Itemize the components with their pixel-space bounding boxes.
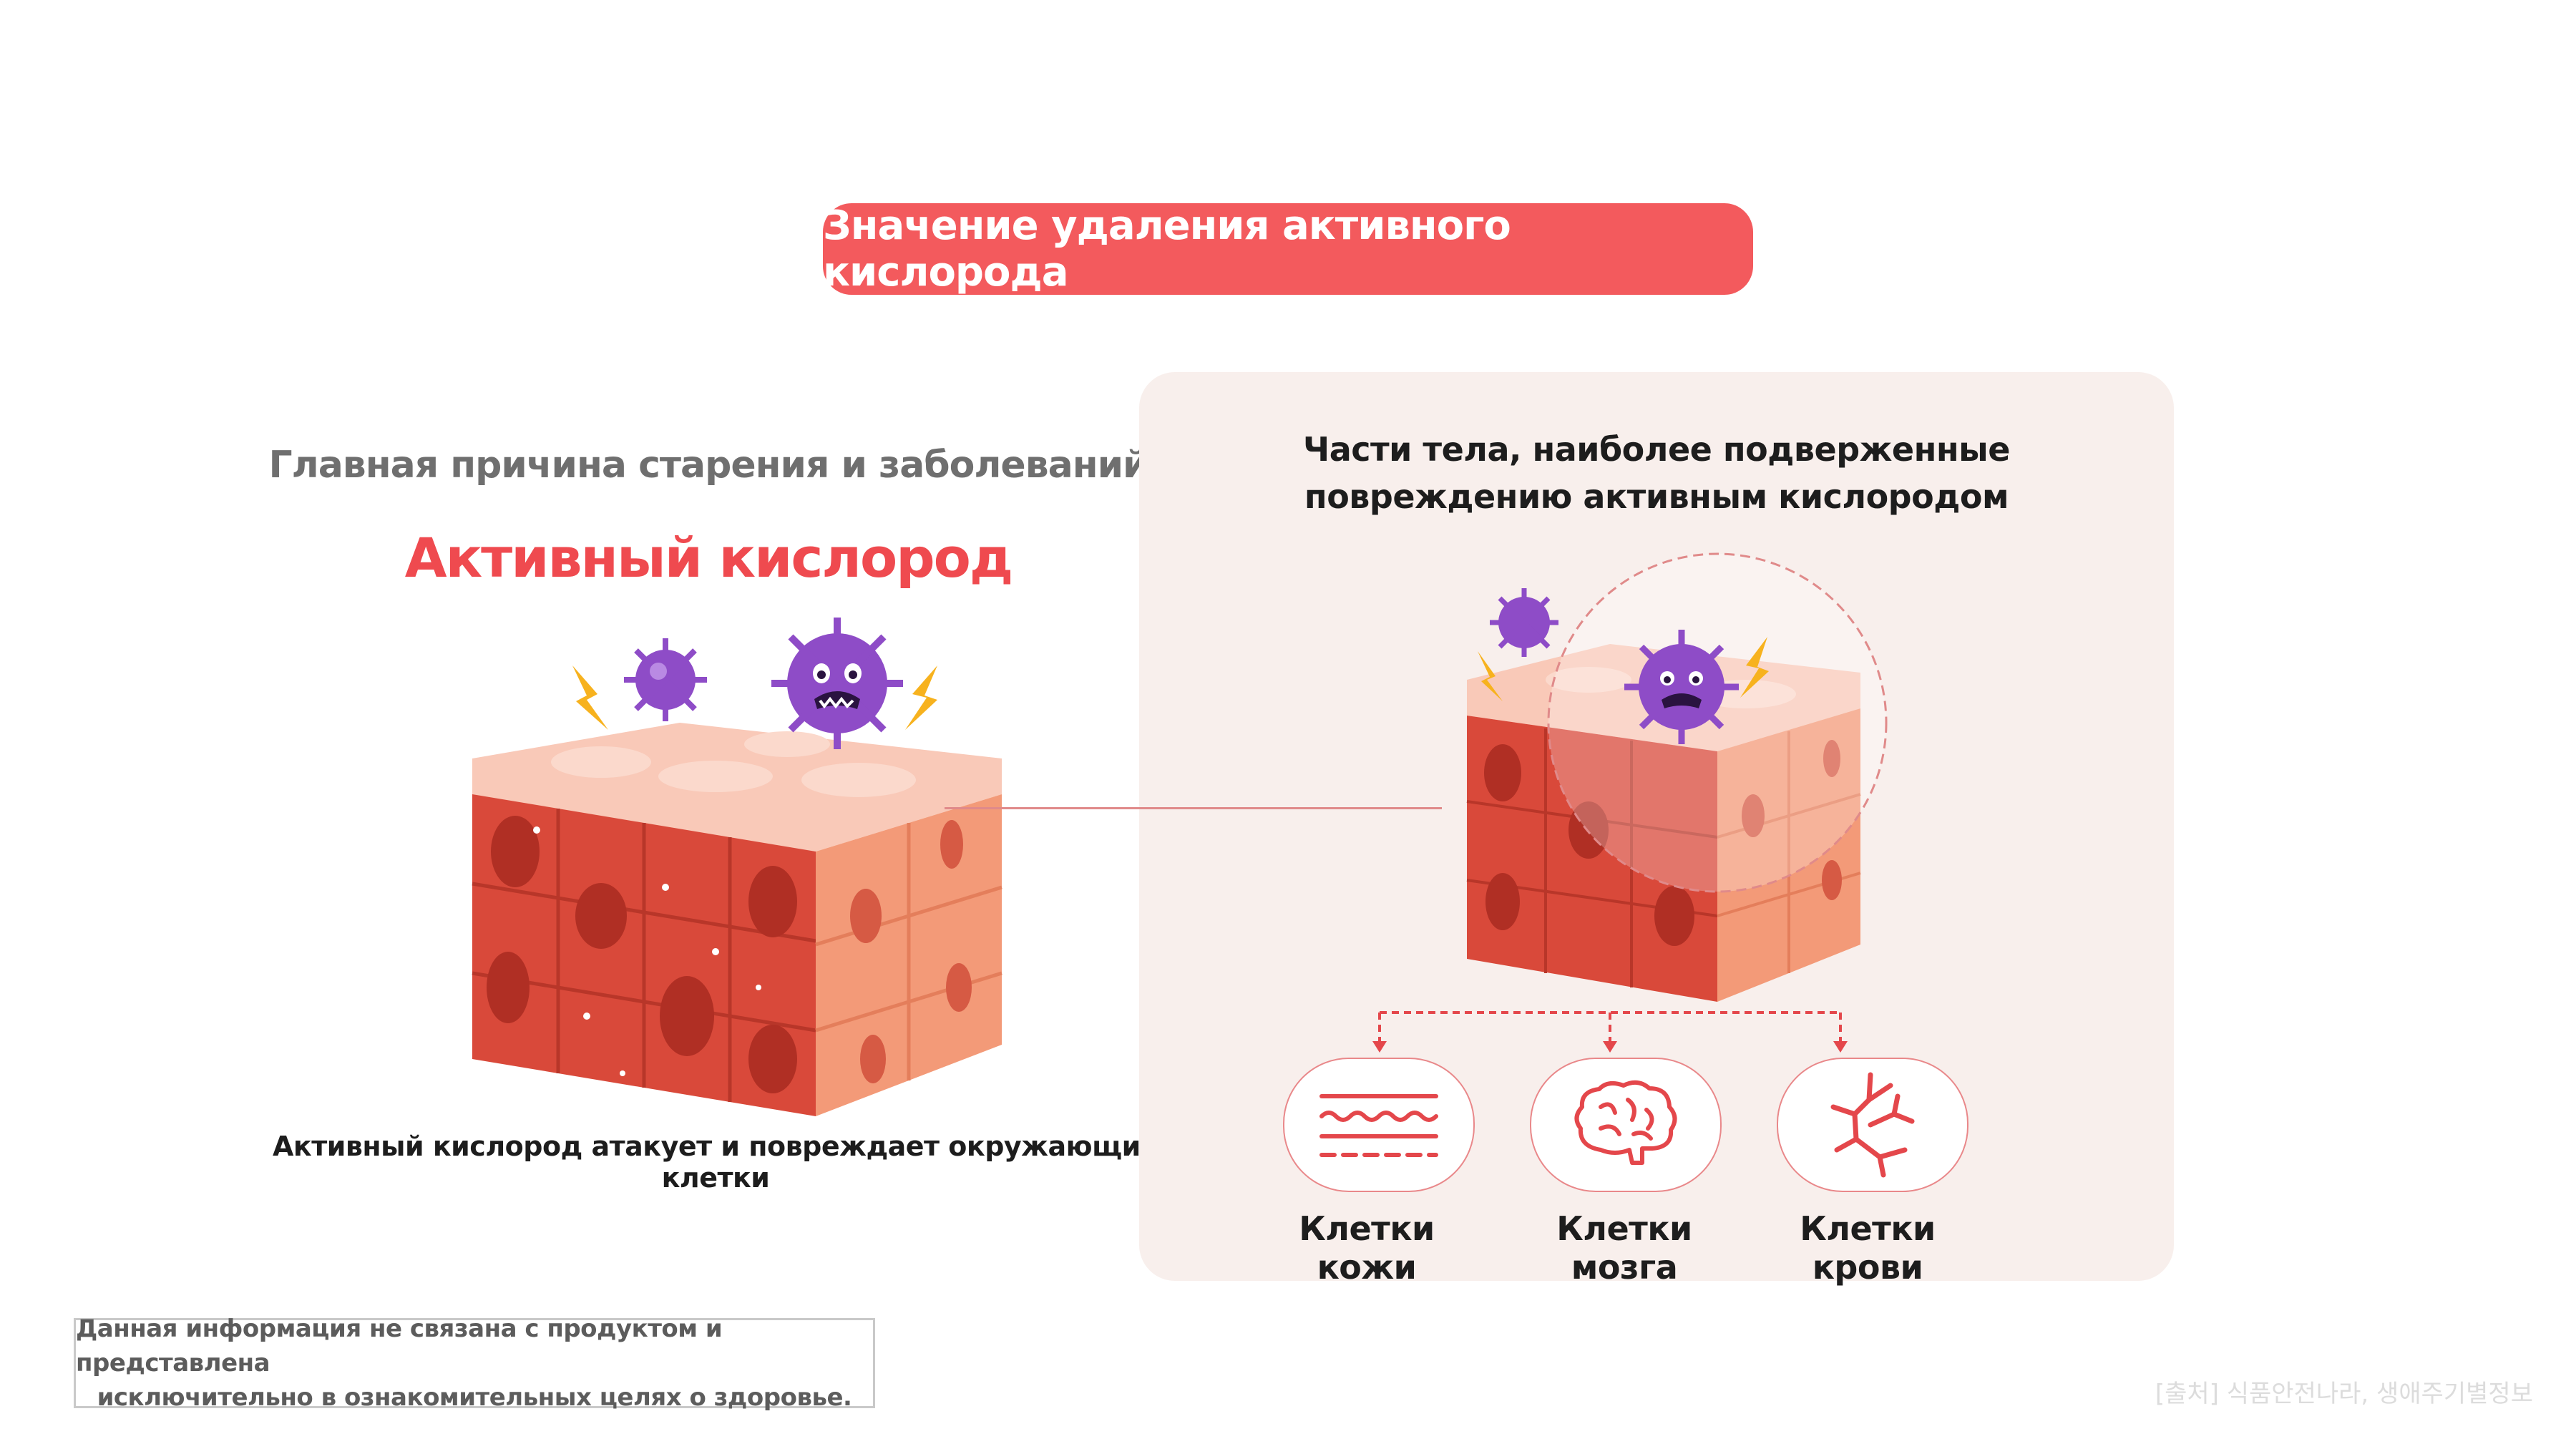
- disclaimer-line-1: Данная информация не связана с продуктом…: [76, 1314, 723, 1377]
- disclaimer-line-2: исключительно в ознакомительных целях о …: [97, 1383, 852, 1412]
- spark-right: [905, 665, 937, 730]
- free-radical-large: [771, 618, 903, 749]
- source-note: [출처] 식품안전나라, 생애주기별정보: [2155, 1380, 2533, 1408]
- left-subtitle: Главная причина старения и заболеваний: [268, 444, 1149, 487]
- blood-vessel-icon: [1830, 1072, 1915, 1178]
- category-brain-cells: [1530, 1058, 1722, 1192]
- free-radical-small: [624, 638, 707, 721]
- category-blood-label: Клетки крови: [1800, 1209, 1936, 1287]
- brain-icon: [1574, 1080, 1677, 1165]
- category-brain-label: Клетки мозга: [1556, 1209, 1692, 1287]
- panel-title: Части тела, наиболее подверженные повреж…: [1139, 426, 2174, 520]
- category-blood-cells: [1777, 1058, 1968, 1192]
- panel-title-line-2: повреждению активным кислородом: [1304, 477, 2009, 516]
- left-headline: Активный кислород: [404, 526, 1014, 590]
- cell-cube-illustration: [472, 618, 1002, 1116]
- disclaimer-box: Данная информация не связана с продуктом…: [74, 1314, 875, 1412]
- page-title-banner: Значение удаления активного кислорода: [823, 203, 1753, 296]
- zoomed-cell-cube: [1466, 552, 1888, 1002]
- left-caption: Активный кислород атакует и повреждает о…: [273, 1131, 1158, 1194]
- connector-line: [945, 807, 1442, 809]
- panel-title-line-1: Части тела, наиболее подверженные: [1303, 430, 2010, 469]
- branch-arrows: [1372, 1011, 1848, 1053]
- spark-left: [572, 665, 608, 730]
- page-title: Значение удаления активного кислорода: [823, 203, 1511, 296]
- skin-icon: [1319, 1094, 1438, 1157]
- category-skin-cells: [1283, 1058, 1475, 1192]
- category-skin-label: Клетки кожи: [1299, 1209, 1435, 1287]
